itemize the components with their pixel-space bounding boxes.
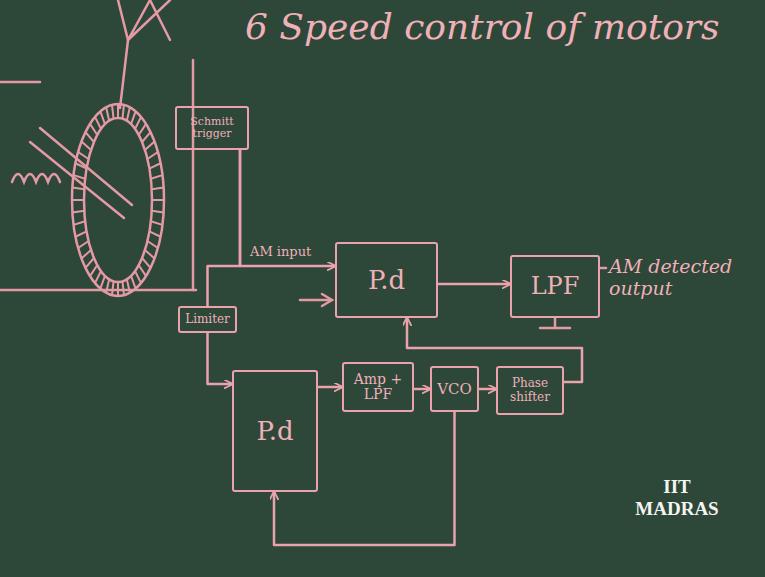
phase-detector-box: P.d bbox=[335, 242, 438, 318]
box-label: P.d bbox=[256, 417, 293, 446]
box-label: Limiter bbox=[185, 313, 230, 326]
signal-wire bbox=[479, 388, 496, 391]
shifter-box: Phase shifter bbox=[496, 366, 564, 415]
box-label: Phase shifter bbox=[502, 377, 558, 403]
signal-wire bbox=[438, 283, 510, 286]
phase-detector-box: P.d bbox=[232, 370, 318, 492]
signal-wire bbox=[318, 386, 342, 389]
amplifier-box: Amp + LPF bbox=[342, 362, 414, 412]
output-label: AM detected output bbox=[609, 256, 749, 300]
box-label: VCO bbox=[437, 381, 472, 398]
signal-label: AM input bbox=[250, 245, 330, 260]
watermark: IIT MADRAS bbox=[622, 476, 732, 520]
signal-wire bbox=[208, 333, 233, 384]
signal-wire bbox=[274, 412, 455, 545]
filter-box: LPF bbox=[510, 255, 600, 318]
box-label: LPF bbox=[531, 273, 580, 299]
box-label: Schmitt trigger bbox=[181, 116, 243, 140]
signal-wire bbox=[240, 150, 335, 266]
board-title: 6 Speed control of motors bbox=[245, 6, 720, 47]
vco-box: VCO bbox=[430, 366, 479, 412]
signal-wire bbox=[407, 318, 582, 382]
box-label: Amp + LPF bbox=[348, 372, 408, 403]
limiter-box: Limiter bbox=[178, 306, 237, 333]
signal-wire bbox=[208, 150, 241, 306]
signal-wire bbox=[414, 388, 430, 391]
trigger-box: Schmitt trigger bbox=[175, 106, 249, 150]
box-label: P.d bbox=[368, 266, 405, 295]
